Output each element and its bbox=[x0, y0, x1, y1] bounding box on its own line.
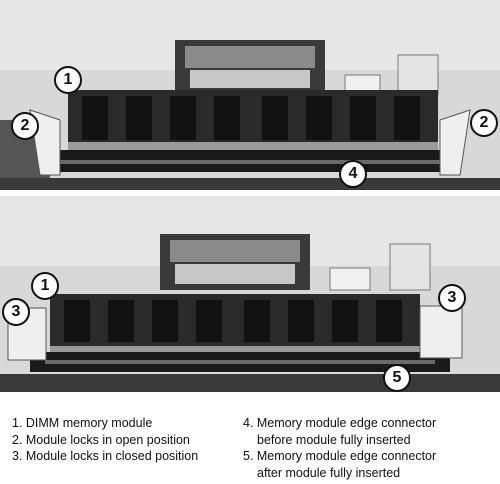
legend-item-2: 2. Module locks in open position bbox=[12, 432, 190, 447]
legend-right-column: 4. Memory module edge connector before m… bbox=[243, 415, 436, 481]
photo-module-partially-inserted bbox=[0, 0, 500, 190]
callout-lock-open-left: 2 bbox=[11, 112, 39, 140]
callout-lock-open-right: 2 bbox=[470, 109, 498, 137]
photo-illustration-top bbox=[0, 0, 500, 190]
callout-lock-closed-right: 3 bbox=[438, 284, 466, 312]
callout-lock-closed-left: 3 bbox=[2, 298, 30, 326]
photo-module-fully-inserted bbox=[0, 196, 500, 392]
callout-dimm-module: 1 bbox=[54, 66, 82, 94]
legend-item-4-line2: before module fully inserted bbox=[257, 432, 411, 447]
callout-dimm-module-inserted: 1 bbox=[31, 272, 59, 300]
legend-item-4-line1: 4. Memory module edge connector bbox=[243, 416, 437, 430]
legend-item-1: 1. DIMM memory module bbox=[12, 416, 153, 430]
legend-item-5-line1: 5. Memory module edge connector bbox=[243, 449, 437, 463]
callout-edge-connector-after: 5 bbox=[383, 364, 411, 392]
callout-edge-connector-before: 4 bbox=[339, 160, 367, 188]
legend-item-3: 3. Module locks in closed position bbox=[12, 449, 199, 463]
photo-illustration-bottom bbox=[0, 196, 500, 392]
legend-left-column: 1. DIMM memory module 2. Module locks in… bbox=[12, 415, 198, 465]
legend-item-5-line2: after module fully inserted bbox=[257, 465, 401, 480]
